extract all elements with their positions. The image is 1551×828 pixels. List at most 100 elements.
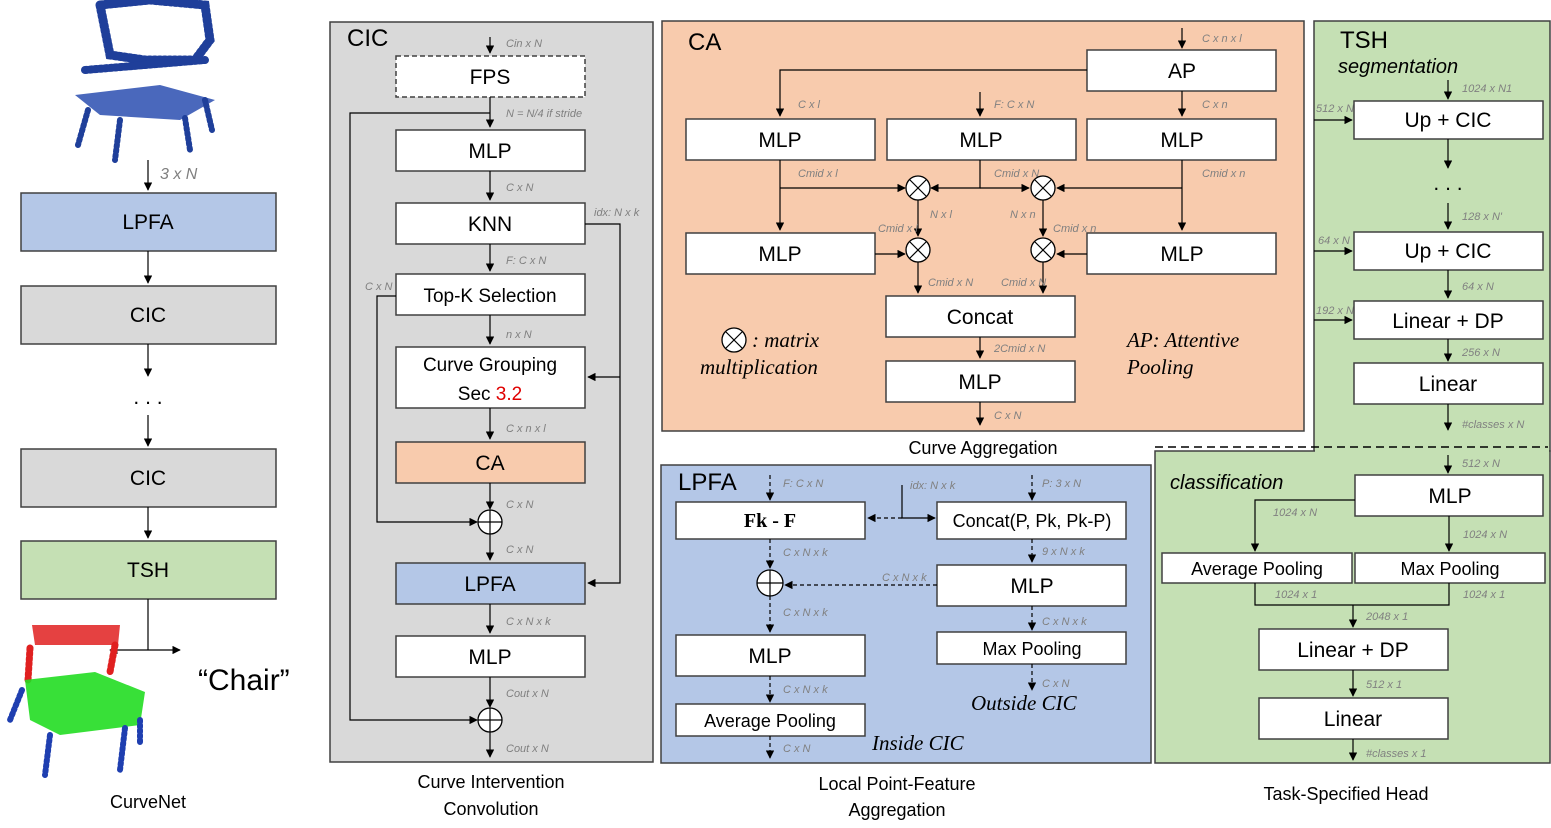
lpfa-fk-label: Fk - F (744, 510, 796, 532)
cic-topk-box (395, 273, 586, 316)
lpfa-dim-cnk-r: C x N x k (1042, 616, 1087, 628)
tsh-dim-512n: 512 x N (1462, 458, 1500, 470)
tsh-cls-avgpool-box (1161, 552, 1353, 584)
ca-dim-cxl: C x l (798, 99, 821, 111)
tsh-panel-join (1315, 446, 1549, 456)
tsh-cls-mlp-box (1354, 474, 1544, 517)
cic-ca-label: CA (475, 452, 504, 475)
cic-caption-2: Convolution (443, 799, 538, 819)
ca-ap-box (1086, 49, 1277, 92)
cic-fps-label: FPS (470, 66, 511, 89)
tsh-dim-1024x1-l: 1024 x 1 (1275, 589, 1317, 601)
ca-concat-label: Concat (947, 306, 1014, 329)
ca-ap-label: AP (1168, 60, 1196, 83)
tsh-upcic-label-1: Up + CIC (1405, 109, 1492, 132)
lpfa-avgpool-label: Average Pooling (704, 711, 836, 731)
tsh-cls-avgpool-label: Average Pooling (1191, 559, 1323, 579)
tsh-dim-1024n-r: 1024 x N (1463, 529, 1507, 541)
ca-dim-cmidn2: Cmid x n (1053, 223, 1096, 235)
ca-ap-legend-2: Pooling (1126, 355, 1194, 379)
tsh-dim-n1: 1024 x N1 (1462, 83, 1512, 95)
ca-mlp-center (886, 118, 1077, 161)
cic-grouping-line1: Curve Grouping (423, 355, 557, 376)
ca-caption: Curve Aggregation (908, 438, 1057, 458)
ca-dim-cmidl: Cmid x l (798, 168, 838, 180)
lpfa-caption-1: Local Point-Feature (818, 774, 975, 794)
cic-dim-cxn3: C x N (506, 544, 534, 556)
tsh-dim-192n: 192 x N (1316, 305, 1354, 317)
ca-dim-cxn-r: C x n (1202, 99, 1228, 111)
cic-dim-stride: N = N/4 if stride (506, 108, 582, 120)
tsh-caption: Task-Specified Head (1263, 784, 1428, 804)
ca-dim-out: C x N (994, 410, 1022, 422)
cic-dim-cxn-left: C x N (365, 281, 393, 293)
tsh-seg-ellipsis: . . . (1433, 172, 1462, 195)
cic-dim-cout2: Cout x N (506, 743, 549, 755)
lpfa-panel: LPFA F: C x N Fk - F idx: N x k P: 3 x N… (660, 464, 1152, 820)
tsh-dim-512x1: 512 x 1 (1366, 679, 1402, 691)
ca-mlp-left2 (685, 232, 876, 275)
ca-dim-fcxn: F: C x N (994, 99, 1034, 111)
lpfa-dim-cn-l: C x N (783, 743, 811, 755)
tsh-dim-nprime: 128 x N' (1462, 211, 1503, 223)
ca-mlp-right (1086, 118, 1277, 161)
ca-dim-nxn: N x n (1010, 209, 1036, 221)
input-dim-label: 3 x N (160, 166, 198, 183)
cic-mlp2-box (395, 635, 586, 678)
lpfa-dim-f: F: C x N (783, 478, 823, 490)
cic-dim-cxn1: C x N (506, 182, 534, 194)
cic-grouping-line2: Sec 3.2 (458, 384, 522, 405)
lpfa-fk-box (675, 501, 866, 540)
cic-title: CIC (347, 25, 388, 52)
ca-panel: CA C x n x l AP C x l F: C x N C x n MLP… (661, 20, 1305, 458)
lpfa-title: LPFA (678, 469, 737, 496)
lpfa-dim-idx: idx: N x k (910, 480, 956, 492)
tsh-dim-1024n-l: 1024 x N (1273, 507, 1317, 519)
tsh-seg-lineardp-label: Linear + DP (1392, 310, 1503, 333)
cic-lpfa-label: LPFA (464, 573, 515, 596)
lpfa-outside-cic: Outside CIC (971, 691, 1078, 715)
ca-mlp-left-label: MLP (758, 129, 801, 152)
cic-lpfa-box (395, 562, 586, 605)
ca-dim-nxl: N x l (930, 209, 953, 221)
cic-grouping-sec: Sec (458, 384, 496, 405)
cic-dim-nxn: n x N (506, 329, 532, 341)
tsh-dim-2048: 2048 x 1 (1365, 611, 1408, 623)
ca-ap-legend-1: AP: Attentive (1125, 328, 1239, 352)
cic-grouping-ref[interactable]: 3.2 (496, 384, 522, 405)
tsh-cls-linear-label: Linear (1324, 708, 1382, 731)
ca-dim-2cmid: 2Cmid x N (993, 343, 1045, 355)
ca-title: CA (688, 29, 721, 56)
output-class-label: “Chair” (198, 664, 290, 697)
ca-dim-cmidN-r: Cmid x N (1001, 277, 1046, 289)
ca-legend-text-2: multiplication (700, 355, 818, 379)
tsh-upcic-label-2: Up + CIC (1405, 240, 1492, 263)
cic-mlp1-box (395, 129, 586, 172)
tsh-upcic-box-2 (1353, 231, 1544, 271)
output-chair-segmented (7, 625, 145, 778)
ca-mlp-right2-label: MLP (1160, 243, 1203, 266)
tsh-cls-lineardp-label: Linear + DP (1297, 639, 1408, 662)
ca-dim-cmidN-l: Cmid x N (928, 277, 973, 289)
ca-dim-cmidl2: Cmid x l (878, 223, 918, 235)
ca-mlp-right-label: MLP (1160, 129, 1203, 152)
cic-dim-cxnxl: C x n x l (506, 423, 546, 435)
overview-ellipsis: . . . (133, 386, 162, 409)
tsh-dim-n2: 512 x N2 (1316, 103, 1360, 115)
ca-dim-top: C x n x l (1202, 33, 1242, 45)
lpfa-dim-p: P: 3 x N (1042, 478, 1081, 490)
cic-ca-box (395, 441, 586, 484)
tsh-cls-linear-box (1258, 697, 1449, 740)
overview-column: 3 x N LPFA CIC . . . CIC TSH “Chair” Cur… (7, 0, 290, 812)
cic-topk-label: Top-K Selection (423, 286, 556, 307)
tsh-seg-label: segmentation (1338, 56, 1458, 78)
cic-mlp2-label: MLP (468, 646, 511, 669)
lpfa-mlp-right-label: MLP (1010, 575, 1053, 598)
cic-dim-cxnxk: C x N x k (506, 616, 551, 628)
tsh-cls-maxpool-label: Max Pooling (1400, 559, 1499, 579)
lpfa-dim-cnk-mid: C x N x k (882, 572, 927, 584)
overview-cic-block-2 (20, 448, 277, 508)
tsh-seg-linear-box (1353, 362, 1544, 405)
overview-tsh-block (20, 540, 277, 600)
